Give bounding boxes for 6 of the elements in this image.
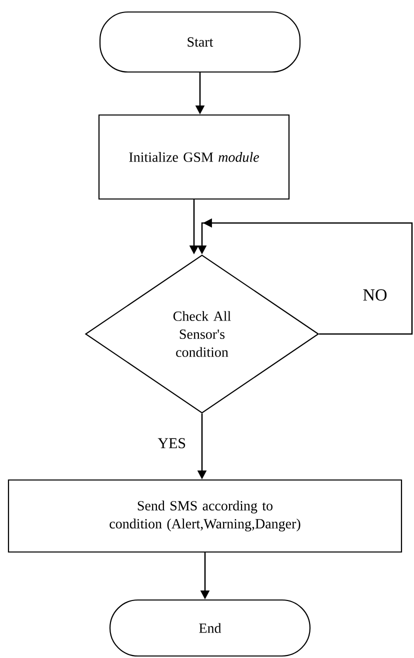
process-box: Send SMS according to condition (Alert,Warning,Danger): [8, 479, 402, 553]
edge-label: YES: [158, 438, 186, 448]
process-box: Initialize GSM module: [98, 114, 290, 200]
terminal-box: End: [109, 599, 311, 657]
edge-label: NO: [363, 289, 387, 301]
terminal-box: Start: [99, 11, 301, 73]
